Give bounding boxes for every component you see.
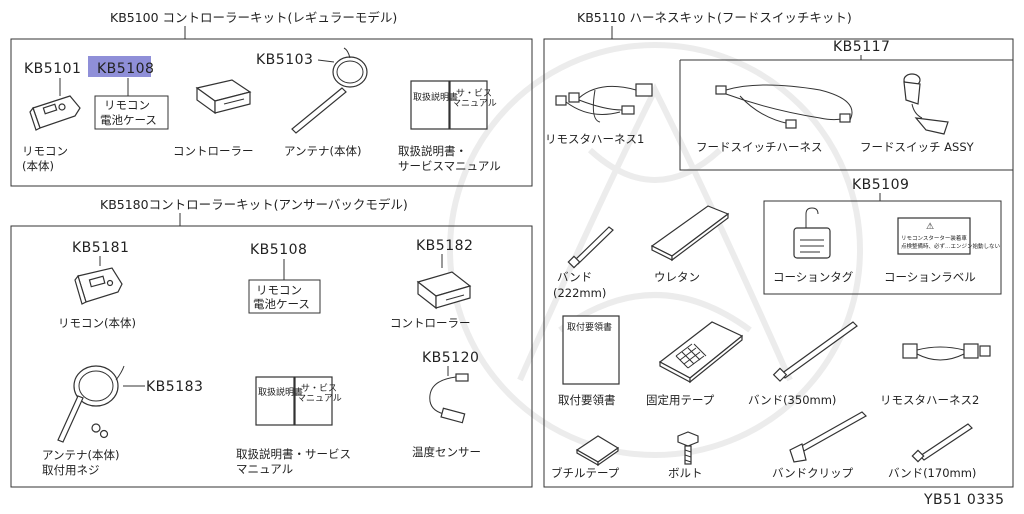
band-222-label-1: バンド bbox=[557, 270, 592, 284]
band-222-drawing bbox=[567, 226, 614, 269]
harness-kit-title: KB5110 ハーネスキット(フードスイッチキット) bbox=[577, 10, 852, 25]
fixing-tape-label: 固定用テープ bbox=[646, 393, 715, 407]
battery-case-box bbox=[94, 95, 169, 130]
battery-case-label-1: リモコン bbox=[104, 98, 150, 112]
manual-label-2: サービスマニュアル bbox=[398, 159, 501, 173]
hood-switch-box bbox=[679, 59, 1014, 171]
ab-antenna-code: KB5183 bbox=[146, 379, 203, 395]
ab-remote-fob-drawing bbox=[74, 267, 123, 305]
ab-booklet-service-line1: サ・ビス bbox=[301, 383, 337, 394]
bolt-label: ボルト bbox=[668, 466, 703, 480]
ab-sensor-code: KB5120 bbox=[422, 350, 479, 366]
caution-label-drawing: ⚠ リモコンスターター装着車 点検整備時、必ず…エンジン始動しない bbox=[897, 217, 1001, 255]
ab-sensor-drawing bbox=[429, 373, 469, 424]
hood-switch-label: フードスイッチ ASSY bbox=[860, 140, 975, 154]
caution-tag-label: コーションタグ bbox=[773, 270, 854, 284]
controller-drawing bbox=[195, 79, 252, 115]
remote-label-2: (本体) bbox=[22, 159, 54, 173]
ab-controller-drawing bbox=[416, 271, 472, 310]
ab-remote-label: リモコン(本体) bbox=[58, 316, 136, 330]
hood-harness-label: フードスイッチハーネス bbox=[696, 140, 823, 154]
hood-switch-harness-drawing bbox=[715, 84, 853, 129]
kit-regular-title: KB5100 コントローラーキット(レギュラーモデル) bbox=[110, 10, 397, 25]
butyl-tape-drawing bbox=[575, 435, 620, 467]
ab-controller-code: KB5182 bbox=[416, 238, 473, 254]
kit-answerback-title: KB5180コントローラーキット(アンサーバックモデル) bbox=[100, 197, 408, 212]
manual-label-1: 取扱説明書・ bbox=[398, 144, 467, 158]
highlight-box bbox=[88, 56, 151, 77]
band-clip-drawing bbox=[789, 411, 867, 463]
watermark-emblem bbox=[447, 42, 863, 458]
ab-battery-case-label-1: リモコン bbox=[256, 283, 302, 297]
antenna-code: KB5103 bbox=[256, 52, 313, 68]
battery-case-label-2: 電池ケース bbox=[100, 113, 157, 127]
ab-battery-case-box bbox=[248, 279, 321, 314]
install-guide-drawing: 取付要領書 bbox=[562, 315, 620, 385]
warning-triangle-icon: ⚠ bbox=[926, 222, 934, 232]
caution-label-text-1: リモコンスターター装着車 bbox=[901, 234, 967, 242]
install-guide-cover: 取付要領書 bbox=[567, 321, 612, 333]
remote-label-1: リモコン bbox=[22, 144, 68, 158]
urethane-drawing bbox=[650, 205, 730, 262]
figure-id: YB51 0335 bbox=[923, 492, 1005, 508]
antenna-leader bbox=[317, 59, 335, 63]
band-clip-label: バンドクリップ bbox=[772, 466, 854, 480]
controller-label: コントローラー bbox=[173, 144, 254, 158]
ab-manual-label-2: マニュアル bbox=[236, 462, 293, 476]
ab-antenna-drawing bbox=[57, 365, 125, 443]
kit-regular-box bbox=[10, 38, 533, 187]
booklet-manual-title: 取扱説明書 bbox=[413, 91, 458, 103]
ab-booklet-manual-title: 取扱説明書 bbox=[258, 386, 303, 398]
ab-controller-label: コントローラー bbox=[390, 316, 471, 330]
booklet-service-line1: サ・ビス bbox=[456, 88, 492, 99]
ab-remote-code: KB5181 bbox=[72, 240, 129, 256]
antenna-label: アンテナ(本体) bbox=[284, 144, 362, 158]
band-222-label-2: (222mm) bbox=[553, 286, 606, 300]
booklet-service-line2: マニュアル bbox=[452, 99, 497, 109]
install-guide-label: 取付要領書 bbox=[558, 393, 616, 407]
kit-answerback-box bbox=[10, 225, 533, 488]
ab-booklet-service-line2: マニュアル bbox=[297, 394, 342, 404]
urethane-label: ウレタン bbox=[654, 270, 700, 284]
butyl-tape-label: ブチルテープ bbox=[551, 466, 620, 480]
ab-manual-label-1: 取扱説明書・サービス bbox=[236, 447, 351, 461]
ab-manual-booklets: 取扱説明書 サ・ビス マニュアル bbox=[255, 376, 342, 426]
band-170-label: バンド(170mm) bbox=[888, 466, 976, 480]
hood-switch-assy-drawing bbox=[903, 73, 949, 135]
fixing-tape-drawing bbox=[658, 321, 744, 384]
antenna-drawing bbox=[291, 47, 368, 134]
ab-antenna-label-2: 取付用ネジ bbox=[42, 463, 100, 477]
ab-antenna-label-1: アンテナ(本体) bbox=[42, 448, 120, 462]
caution-tag-drawing bbox=[793, 207, 831, 259]
bolt-drawing bbox=[677, 431, 699, 465]
harness-kit-box bbox=[543, 38, 1014, 488]
caution-box bbox=[763, 200, 1002, 295]
band-170-drawing bbox=[911, 423, 973, 463]
ab-battery-case-label-2: 電池ケース bbox=[253, 297, 310, 311]
ab-sensor-label: 温度センサー bbox=[412, 445, 481, 459]
remote-harness-2-label: リモスタハーネス2 bbox=[880, 393, 979, 407]
remote-harness-1-label: リモスタハーネス1 bbox=[545, 132, 644, 146]
caution-label-label: コーションラベル bbox=[884, 270, 976, 284]
remote-fob-drawing bbox=[29, 95, 81, 131]
remote-harness-1-drawing bbox=[555, 83, 653, 123]
manual-booklets: 取扱説明書 サ・ビス マニュアル bbox=[410, 80, 497, 130]
hood-switch-code: KB5117 bbox=[833, 39, 890, 55]
band-350-drawing bbox=[772, 321, 858, 382]
band-350-label: バンド(350mm) bbox=[748, 393, 836, 407]
battery-case-code: KB5108 bbox=[97, 61, 154, 77]
caution-code: KB5109 bbox=[852, 177, 909, 193]
remote-code: KB5101 bbox=[24, 61, 81, 77]
remote-harness-2-drawing bbox=[902, 343, 991, 361]
caution-label-text-2: 点検整備時、必ず…エンジン始動しない bbox=[901, 242, 1001, 250]
ab-battery-case-code: KB5108 bbox=[250, 242, 307, 258]
